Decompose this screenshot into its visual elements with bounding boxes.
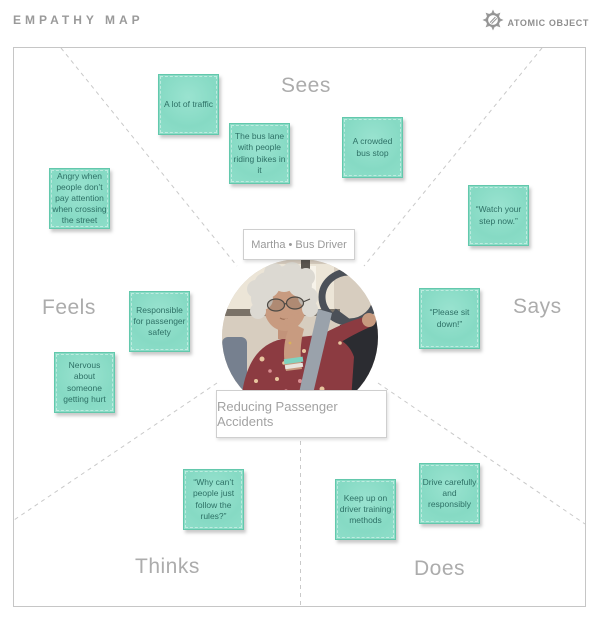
sticky-note-feels-angry[interactable]: Angry when people don’t pay attention wh… [49,168,110,229]
sticky-note-does-training[interactable]: Keep up on driver training methods [335,479,396,540]
persona-name-card[interactable]: Martha • Bus Driver [243,229,355,260]
sticky-note-says-sit-down[interactable]: “Please sit down!” [419,288,480,349]
atomic-object-logo-icon [482,9,504,36]
page-title: EMPATHY MAP [13,13,144,27]
sticky-note-sees-bus-lane[interactable]: The bus lane with people riding bikes in… [229,123,290,184]
sticky-note-thinks-rules[interactable]: “Why can’t people just follow the rules?… [183,469,244,530]
sticky-note-sees-traffic[interactable]: A lot of traffic [158,74,219,135]
brand-name: ATOMIC OBJECT [507,17,589,28]
sticky-note-says-watch-step[interactable]: “Watch your step now.” [468,185,529,246]
section-label-does: Does [414,557,466,580]
persona-goal-card[interactable]: Reducing Passenger Accidents [216,390,387,438]
brand-logo: ATOMIC OBJECT [482,9,589,36]
sticky-note-feels-nervous[interactable]: Nervous about someone getting hurt [54,352,115,413]
section-label-sees: Sees [281,74,331,97]
section-label-thinks: Thinks [135,555,200,578]
persona-photo [222,259,378,415]
sticky-note-sees-bus-stop[interactable]: A crowded bus stop [342,117,403,178]
sticky-note-does-drive[interactable]: Drive carefully and responsibly [419,463,480,524]
section-label-feels: Feels [42,296,96,319]
sticky-note-feels-responsible[interactable]: Responsible for passenger safety [129,291,190,352]
section-label-says: Says [513,295,562,318]
